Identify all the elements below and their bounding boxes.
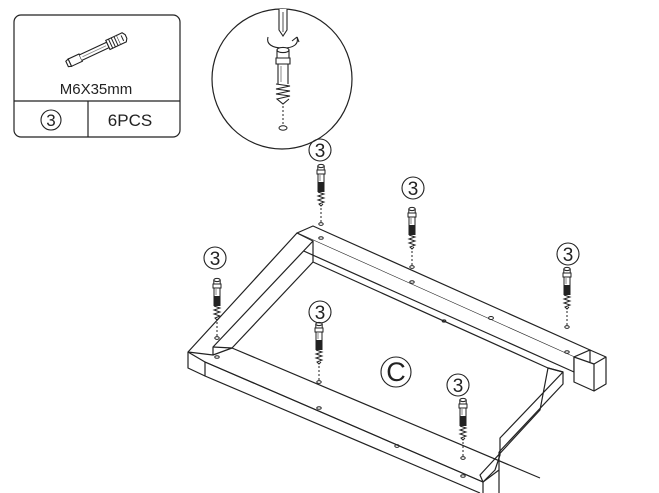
right-rail-inner (498, 367, 564, 453)
dowel-hole-icon (316, 406, 322, 410)
front-rail-inner (212, 347, 541, 479)
panel-frame (187, 225, 607, 493)
bolt-callout-6: 3 (446, 373, 470, 460)
dowel-hole-icon (441, 319, 447, 323)
panel-letter: C (386, 357, 406, 387)
back-rail-front (296, 233, 575, 373)
cam-bolt-icon (458, 397, 468, 460)
dowel-hole-icon (488, 316, 494, 320)
cam-bolt-icon (65, 32, 128, 68)
dowel-hole-icon (214, 355, 220, 359)
bolt-callout-1: 3 (308, 138, 332, 226)
callout-number: 3 (563, 245, 574, 266)
part-number: 3 (46, 111, 55, 130)
cam-bolt-icon (407, 206, 417, 269)
cam-bolt-icon (316, 163, 326, 226)
front-rail-edge (204, 361, 484, 483)
part-number-badge (40, 109, 62, 131)
callout-number: 3 (315, 303, 326, 324)
part-quantity: 6PCS (108, 111, 152, 130)
callout-number: 3 (453, 376, 464, 397)
back-rail-top (296, 225, 591, 358)
bolt-callout-5: 3 (308, 300, 332, 384)
dowel-hole-icon (394, 444, 400, 448)
back-rail-inner (312, 261, 549, 369)
cam-bolt-icon (314, 321, 324, 384)
dowel-hole-icon (278, 125, 288, 131)
front-rail-bottom (204, 375, 481, 493)
bolt-callout-3: 3 (556, 242, 580, 329)
frame-holes (214, 236, 570, 478)
detail-magnifier (211, 8, 353, 150)
left-rail-top (187, 232, 314, 356)
cam-bolt-icon (562, 266, 572, 329)
dowel-hole-icon (460, 474, 466, 478)
callout-number: 3 (210, 249, 221, 270)
dowel-hole-icon (409, 280, 415, 284)
bolt-callout-2: 3 (401, 176, 425, 269)
part-size-label: M6X35mm (60, 81, 133, 98)
cam-bolt-icon (275, 46, 291, 124)
callout-number: 3 (315, 141, 326, 162)
right-rail (187, 351, 564, 483)
left-rail-inner (212, 241, 314, 349)
dowel-hole-icon (564, 350, 570, 354)
panel-label: C (380, 356, 412, 388)
bolt-callout-4: 3 (203, 246, 227, 340)
callout-number: 3 (408, 179, 419, 200)
parts-legend: M6X35mm 3 6PCS (13, 14, 181, 138)
legend-frame (13, 14, 181, 138)
screwdriver-icon (278, 9, 288, 37)
dowel-hole-icon (318, 236, 324, 240)
left-rail-end (187, 352, 206, 377)
